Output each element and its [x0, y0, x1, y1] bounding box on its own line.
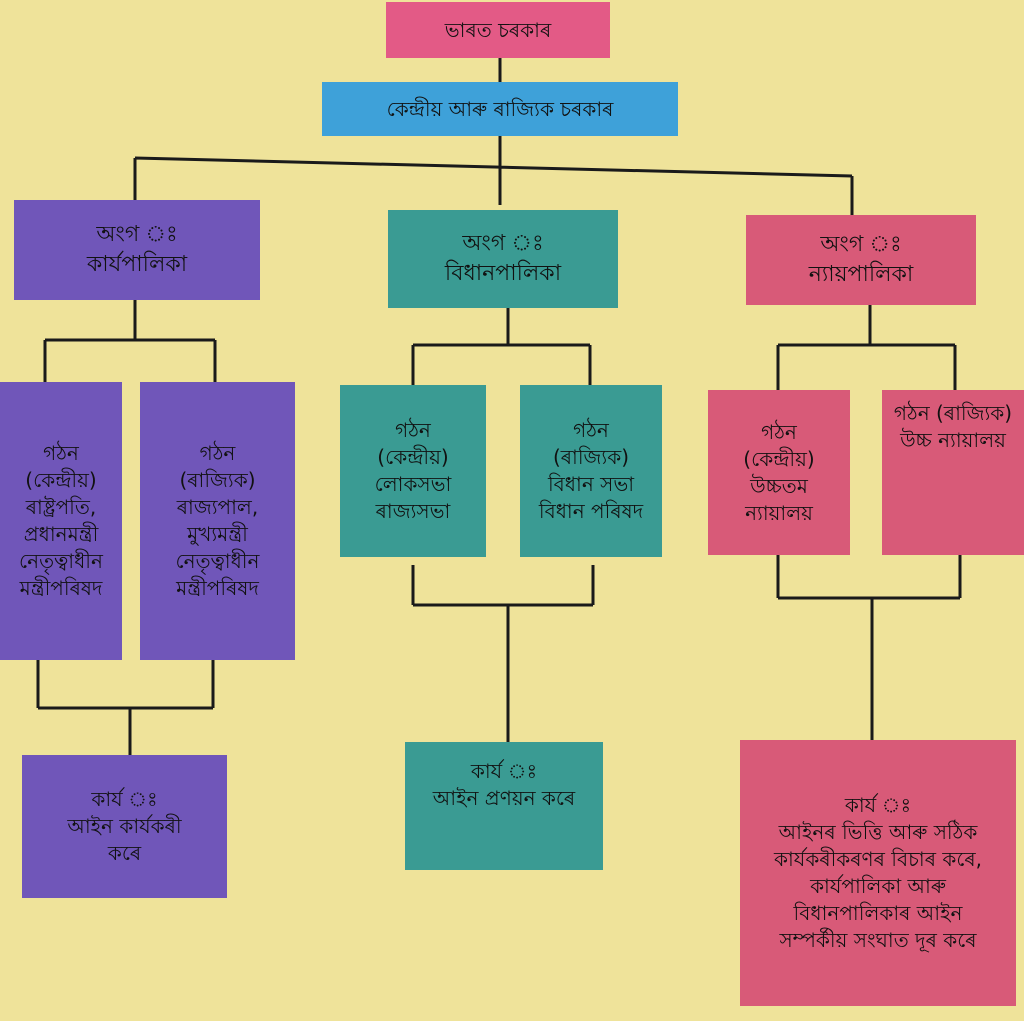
judiciary-organ-line-2: ন্যায়পালিকা — [808, 262, 914, 287]
executive-organ-box: অংগ ঃ কাৰ্যপালিকা — [14, 200, 260, 300]
executive-central-line-2: (কেন্দ্ৰীয়) — [25, 468, 97, 492]
judiciary-organ-box: অংগ ঃ ন্যায়পালিকা — [746, 215, 976, 305]
executive-organ-line-1: অংগ ঃ — [96, 222, 178, 248]
executive-central-line-4: প্ৰধানমন্ত্ৰী — [23, 522, 99, 546]
executive-function-line-1: কাৰ্য ঃ — [91, 787, 158, 811]
executive-state-box: গঠন (ৰাজ্যিক) ৰাজ্যপাল, মুখ্যমন্ত্ৰী নেত… — [140, 382, 295, 660]
judiciary-function-line-6: সম্পৰ্কীয় সংঘাত দূৰ কৰে — [779, 928, 977, 952]
root-label: ভাৰত চৰকাৰ — [444, 17, 552, 42]
level-label: কেন্দ্ৰীয় আৰু ৰাজ্যিক চৰকাৰ — [386, 96, 614, 121]
judiciary-state-line-2: উচ্চ ন্যায়ালয় — [900, 428, 1006, 452]
executive-state-line-3: ৰাজ্যপাল, — [176, 495, 259, 519]
judiciary-function-line-1: কাৰ্য ঃ — [844, 793, 912, 817]
legislature-central-box: গঠন (কেন্দ্ৰীয়) লোকসভা ৰাজ্যসভা — [340, 385, 486, 557]
executive-state-line-5: নেতৃত্বাধীন — [175, 549, 260, 573]
judiciary-central-line-2: (কেন্দ্ৰীয়) — [743, 446, 815, 471]
connector-level-organs — [133, 136, 854, 215]
judiciary-function-line-5: বিধানপালিকাৰ আইন — [793, 901, 963, 925]
executive-central-line-1: গঠন — [43, 441, 79, 465]
connector-leg-forms — [411, 308, 592, 385]
legislature-organ-line-1: অংগ ঃ — [462, 231, 544, 257]
legislature-function-line-2: আইন প্ৰণয়ন কৰে — [432, 786, 576, 810]
connector-exec-forms — [43, 300, 217, 382]
judiciary-function-line-2: আইনৰ ভিত্তি আৰু সঠিক — [778, 820, 978, 844]
judiciary-function-box: কাৰ্য ঃ আইনৰ ভিত্তি আৰু সঠিক কাৰ্যকৰীকৰণ… — [740, 740, 1016, 1006]
executive-state-line-2: (ৰাজ্যিক) — [179, 468, 256, 492]
legislature-organ-box: অংগ ঃ বিধানপালিকা — [388, 210, 618, 308]
executive-organ-line-2: কাৰ্যপালিকা — [86, 252, 188, 277]
legislature-state-line-1: গঠন — [573, 418, 609, 442]
connector-jud-forms — [776, 305, 957, 390]
legislature-state-box: গঠন (ৰাজ্যিক) বিধান সভা বিধান পৰিষদ — [520, 385, 662, 557]
judiciary-central-line-4: ন্যায়ালয় — [745, 500, 813, 525]
executive-central-box: গঠন (কেন্দ্ৰীয়) ৰাষ্ট্ৰপতি, প্ৰধানমন্ত্… — [0, 382, 122, 660]
judiciary-function-line-4: কাৰ্যপালিকা আৰু — [810, 874, 946, 898]
judiciary-state-line-1: গঠন (ৰাজ্যিক) — [893, 401, 1013, 425]
judiciary-central-line-1: গঠন — [761, 419, 797, 444]
legislature-state-line-2: (ৰাজ্যিক) — [552, 445, 630, 469]
connector-jud-function — [776, 555, 962, 740]
legislature-organ-line-2: বিধানপালিকা — [444, 261, 562, 286]
legislature-central-line-4: ৰাজ্যসভা — [375, 499, 451, 523]
judiciary-function-line-3: কাৰ্যকৰীকৰণৰ বিচাৰ কৰে, — [774, 847, 982, 871]
legislature-state-line-4: বিধান পৰিষদ — [538, 499, 644, 523]
legislature-function-line-1: কাৰ্য ঃ — [470, 759, 538, 783]
executive-function-line-2: আইন কাৰ্যকৰী — [67, 814, 182, 838]
judiciary-central-box: গঠন (কেন্দ্ৰীয়) উচ্চতম ন্যায়ালয় — [708, 390, 850, 555]
judiciary-state-box: গঠন (ৰাজ্যিক) উচ্চ ন্যায়ালয় — [882, 390, 1024, 555]
connector-exec-function — [36, 660, 215, 755]
executive-state-line-6: মন্ত্ৰীপৰিষদ — [176, 576, 259, 600]
executive-function-box: কাৰ্য ঃ আইন কাৰ্যকৰী কৰে — [22, 755, 227, 898]
executive-state-line-4: মুখ্যমন্ত্ৰী — [187, 522, 248, 546]
connector-leg-function — [411, 565, 595, 742]
executive-central-line-5: নেতৃত্বাধীন — [19, 549, 103, 573]
level-box: কেন্দ্ৰীয় আৰু ৰাজ্যিক চৰকাৰ — [322, 82, 678, 136]
legislature-central-line-2: (কেন্দ্ৰীয়) — [377, 445, 449, 469]
legislature-central-line-1: গঠন — [395, 418, 431, 442]
judiciary-organ-line-1: অংগ ঃ — [820, 232, 902, 258]
root-box: ভাৰত চৰকাৰ — [386, 2, 610, 58]
legislature-central-line-3: লোকসভা — [374, 472, 452, 496]
legislature-state-line-3: বিধান সভা — [547, 472, 635, 496]
executive-central-line-6: মন্ত্ৰীপৰিষদ — [19, 576, 103, 600]
executive-state-line-1: গঠন — [199, 441, 236, 465]
executive-central-line-3: ৰাষ্ট্ৰপতি, — [25, 495, 97, 519]
legislature-function-box: কাৰ্য ঃ আইন প্ৰণয়ন কৰে — [405, 742, 603, 870]
judiciary-central-line-3: উচ্চতম — [750, 473, 808, 498]
executive-function-line-3: কৰে — [107, 841, 142, 865]
